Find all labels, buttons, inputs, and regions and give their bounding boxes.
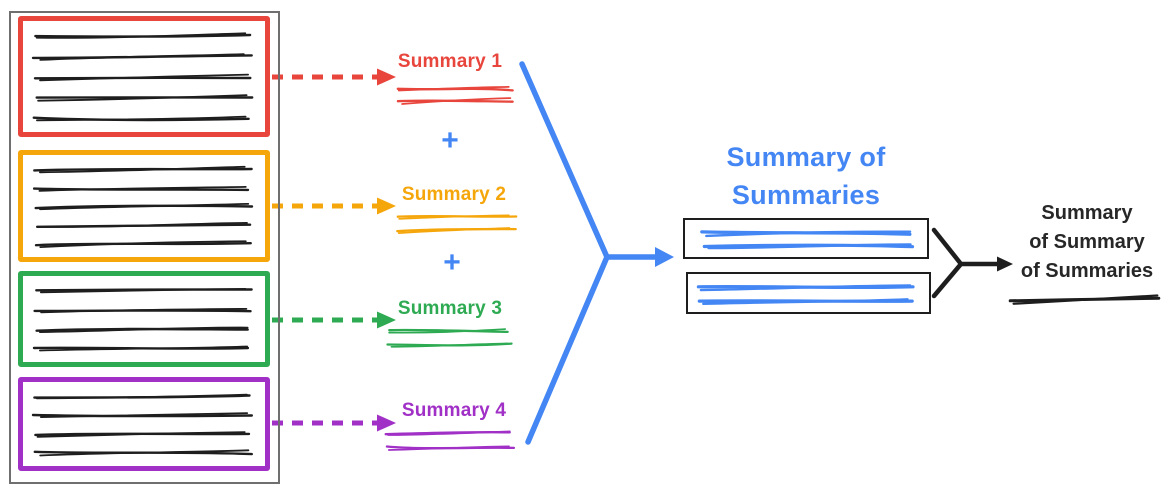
source-document-2 <box>18 150 270 262</box>
source-document-3 <box>18 271 270 367</box>
dashed-arrow-green <box>272 311 396 329</box>
source-documents-container <box>9 11 280 484</box>
summary-3-scribble <box>386 328 513 348</box>
summary-of-summaries-title: Summary of Summaries <box>661 138 951 214</box>
summary-3-label: Summary 3 <box>397 298 503 319</box>
final-summary-line-3: of Summaries <box>1020 260 1154 282</box>
summary-of-summaries-box-2-scribbles <box>696 284 915 305</box>
summary-2-label: Summary 2 <box>401 184 507 205</box>
dashed-arrow-red <box>272 68 396 86</box>
document-4-text-scribbles <box>31 393 253 457</box>
merge-arrow <box>604 247 674 267</box>
document-1-text-scribbles <box>31 32 254 122</box>
final-merge-bracket <box>931 227 964 299</box>
title-line-2: Summaries <box>731 180 881 210</box>
summary-of-summaries-box-1 <box>683 218 929 259</box>
summary-of-summaries-box-1-scribbles <box>700 230 915 250</box>
summary-1-label: Summary 1 <box>397 51 503 72</box>
summary-of-summaries-box-2 <box>686 272 931 314</box>
summary-4-label: Summary 4 <box>401 400 507 421</box>
final-summary-title: Summary of Summary of Summaries <box>1006 199 1168 286</box>
source-document-4 <box>18 377 270 471</box>
final-merge-arrow <box>958 256 1013 272</box>
plus-operator-1: + <box>441 124 459 157</box>
final-summary-line-2: of Summary <box>1029 231 1145 253</box>
summary-1-scribble <box>396 86 514 105</box>
source-document-1 <box>18 16 270 137</box>
title-line-1: Summary of <box>726 142 886 172</box>
plus-operator-2: + <box>443 246 461 279</box>
dashed-arrow-yellow <box>272 197 396 215</box>
merge-lines <box>519 61 610 445</box>
dashed-arrow-purple <box>272 414 396 432</box>
document-2-text-scribbles <box>32 165 254 248</box>
final-summary-scribble <box>1008 294 1161 305</box>
summary-4-scribble <box>384 430 516 451</box>
document-3-text-scribbles <box>32 288 253 352</box>
final-summary-line-1: Summary <box>1041 202 1133 224</box>
summary-2-scribble <box>396 214 518 234</box>
